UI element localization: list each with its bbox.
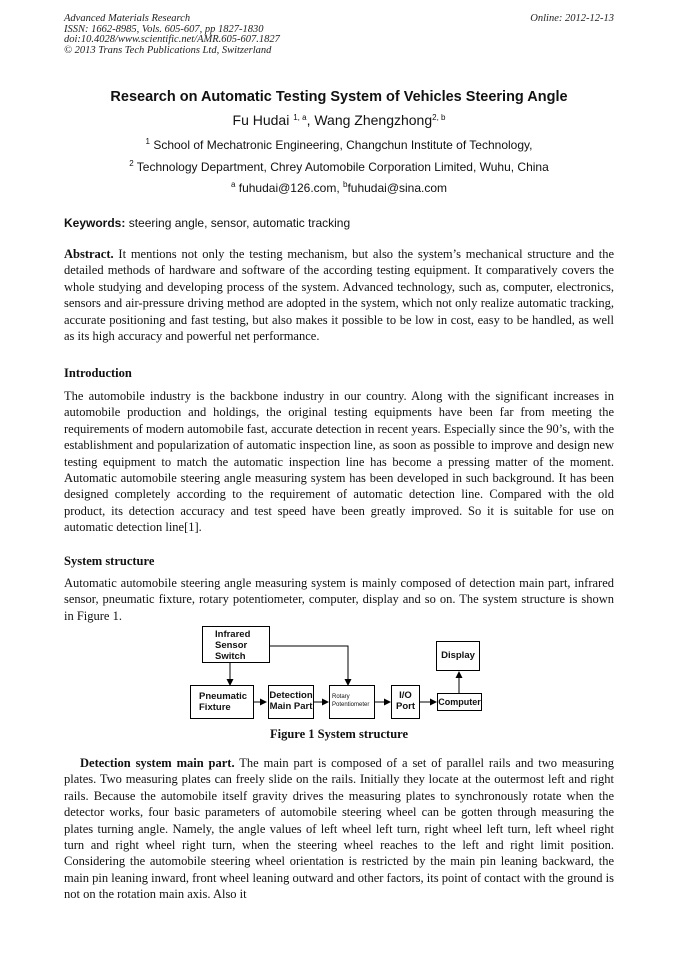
author-name: Fu Hudai — [232, 112, 290, 128]
box-label: Potentiometer — [332, 702, 370, 708]
detection-paragraph: Detection system main part. The main par… — [64, 755, 614, 903]
email-sup: b — [343, 180, 348, 189]
detection-main-part-box: Detection Main Part — [268, 685, 314, 719]
affiliation: 2 Technology Department, Chrey Automobil… — [0, 159, 678, 175]
pneumatic-fixture-box: Pneumatic Fixture — [190, 685, 254, 719]
issn-line: ISSN: 1662-8985, Vols. 605-607, pp 1827-… — [64, 23, 264, 35]
box-label: Port — [396, 701, 415, 712]
detection-text: The main part is composed of a set of pa… — [64, 756, 614, 902]
box-label: Computer — [438, 697, 481, 707]
author-name: Wang Zhengzhong — [314, 112, 433, 128]
io-port-box: I/O Port — [391, 685, 420, 719]
box-label: Sensor — [215, 640, 248, 651]
affiliation-text: School of Mechatronic Engineering, Chang… — [153, 138, 533, 152]
affiliation-text: Technology Department, Chrey Automobile … — [136, 160, 549, 174]
keywords-text: steering angle, sensor, automatic tracki… — [128, 216, 351, 230]
display-box: Display — [436, 641, 480, 671]
arrow-infrared-to-rotary — [270, 645, 352, 686]
author-sup: 2, b — [432, 113, 446, 122]
abstract-text: It mentions not only the testing mechani… — [64, 247, 615, 344]
copyright-line: © 2013 Trans Tech Publications Ltd, Swit… — [64, 44, 272, 56]
author-separator: , — [306, 112, 315, 128]
box-label: Detection — [269, 690, 313, 701]
affiliation: 1 School of Mechatronic Engineering, Cha… — [0, 137, 678, 153]
system-paragraph: Automatic automobile steering angle meas… — [64, 576, 614, 623]
journal-name: Advanced Materials Research — [64, 13, 191, 24]
section-heading: Introduction — [64, 366, 132, 380]
doi-line: doi:10.4028/www.scientific.net/AMR.605-6… — [64, 34, 280, 45]
affiliation-sup: 2 — [129, 159, 134, 168]
email-address: fuhudai@sina.com — [347, 181, 448, 195]
email-address: fuhudai@126.com, — [238, 181, 343, 195]
intro-paragraph: The automobile industry is the backbone … — [64, 389, 614, 535]
computer-box: Computer — [437, 693, 482, 711]
affiliation-sup: 1 — [145, 137, 150, 146]
box-label: Pneumatic — [199, 691, 248, 702]
box-label: I/O — [399, 690, 412, 701]
email-line: a fuhudai@126.com, bfuhudai@sina.com — [0, 180, 678, 196]
box-label: Infrared — [215, 629, 251, 640]
box-label: Main Part — [269, 701, 313, 712]
box-label: Fixture — [199, 702, 231, 713]
rotary-potentiometer-box: Rotary Potentiometer — [329, 685, 375, 719]
keywords: Keywords: steering angle, sensor, automa… — [64, 216, 350, 230]
diagram-arrows — [226, 645, 463, 706]
author-sup: 1, a — [293, 113, 307, 122]
paper-title: Research on Automatic Testing System of … — [110, 89, 568, 105]
system-structure-diagram: Infrared Sensor Switch Display Pneumatic… — [180, 622, 500, 724]
box-label: Rotary — [332, 694, 350, 700]
email-sup: a — [230, 180, 236, 189]
figure-caption: Figure 1 System structure — [269, 727, 409, 741]
author-line: Fu Hudai 1, a, Wang Zhengzhong2, b — [0, 112, 678, 128]
abstract: Abstract. It mentions not only the testi… — [64, 246, 614, 344]
journal-header: Advanced Materials Research ISSN: 1662-8… — [64, 13, 280, 56]
infrared-sensor-box: Infrared Sensor Switch — [202, 626, 270, 663]
box-label: Display — [441, 650, 475, 661]
keywords-label: Keywords: — [64, 216, 126, 230]
section-heading: System structure — [64, 554, 155, 568]
detection-label: Detection system main part. — [80, 756, 235, 770]
abstract-label: Abstract. — [64, 247, 114, 261]
online-date: Online: 2012-12-13 — [530, 13, 614, 24]
box-label: Switch — [215, 651, 246, 662]
